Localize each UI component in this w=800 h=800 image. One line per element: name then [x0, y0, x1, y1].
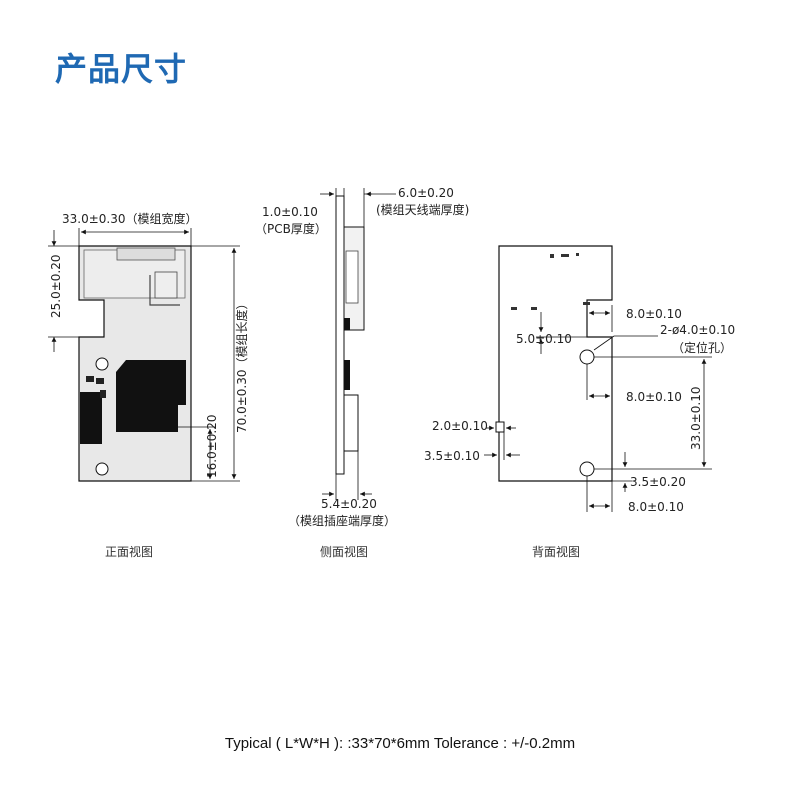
back-hole-bottom: [579, 461, 595, 477]
front-bracket: [149, 275, 180, 306]
back-dim-35b: 3.5±0.20: [630, 475, 686, 489]
back-hole-dim: 2-ø4.0±0.10: [660, 323, 735, 337]
side-antenna-inner: [345, 250, 359, 304]
back-pad-d: [511, 307, 517, 310]
side-pcb-note: （PCB厚度）: [255, 221, 327, 236]
front-bottom-dim: 16.0±0.20: [205, 415, 219, 479]
side-antenna-note: (模组天线端厚度): [376, 202, 469, 217]
front-component-b: [96, 378, 104, 384]
front-width-dim: 33.0±0.30（模组宽度）: [62, 211, 198, 226]
side-chip-small: [344, 360, 350, 390]
back-dim-35a: 3.5±0.10: [424, 449, 480, 463]
side-view: 1.0±0.10 （PCB厚度） 6.0±0.20 (模组天线端厚度) 5.4±…: [255, 186, 469, 559]
side-view-label: 侧面视图: [320, 544, 368, 559]
back-dim-8c: 8.0±0.10: [628, 500, 684, 514]
back-pad-f: [583, 302, 590, 305]
back-dim-33: 33.0±0.10: [689, 387, 703, 451]
page-title: 产品尺寸: [55, 50, 188, 88]
front-main-chip: [116, 360, 186, 432]
back-dim-8a: 8.0±0.10: [626, 307, 682, 321]
front-top-dim: 25.0±0.20: [49, 255, 63, 319]
side-socket: [343, 394, 359, 452]
front-component-d: [100, 390, 106, 398]
front-component-c: [80, 392, 102, 444]
back-dim-8b: 8.0±0.10: [626, 390, 682, 404]
side-pcb-dim: 1.0±0.10: [262, 205, 318, 219]
front-connector: [116, 247, 176, 261]
spec-line: Typical ( L*W*H ): :33*70*6mm Tolerance …: [224, 735, 576, 752]
side-socket-dim: 5.4±0.20: [321, 497, 377, 511]
front-view-label: 正面视图: [105, 544, 153, 559]
back-pad-e: [531, 307, 537, 310]
side-pcb: [335, 195, 345, 475]
front-view: 33.0±0.30（模组宽度） 25.0±0.20 70.0±0.30（模组长度…: [48, 211, 249, 559]
back-hole-note: （定位孔）: [672, 340, 732, 355]
back-view-label: 背面视图: [532, 544, 580, 559]
side-socket-note: （模组插座端厚度）: [288, 513, 396, 528]
back-pad-c: [576, 253, 579, 256]
front-hole-bottom: [95, 462, 109, 476]
back-view: 8.0±0.10 5.0±0.10 2-ø4.0±0.10 （定位孔） 8.0±…: [424, 245, 735, 559]
back-board-outline: [498, 245, 613, 482]
front-hole-top: [95, 357, 109, 371]
front-small-part: [154, 271, 178, 299]
back-pad-b: [561, 254, 569, 257]
side-antenna-tab: [344, 318, 350, 330]
front-length-dim: 70.0±0.30（模组长度）: [234, 298, 249, 434]
back-hole-top: [579, 349, 595, 365]
front-component-a: [86, 376, 94, 382]
back-dim-2: 2.0±0.10: [432, 419, 488, 433]
side-antenna-dim: 6.0±0.20: [398, 186, 454, 200]
back-pad-a: [550, 254, 554, 258]
back-dim-5: 5.0±0.10: [516, 332, 572, 346]
back-left-slot: [495, 421, 505, 433]
